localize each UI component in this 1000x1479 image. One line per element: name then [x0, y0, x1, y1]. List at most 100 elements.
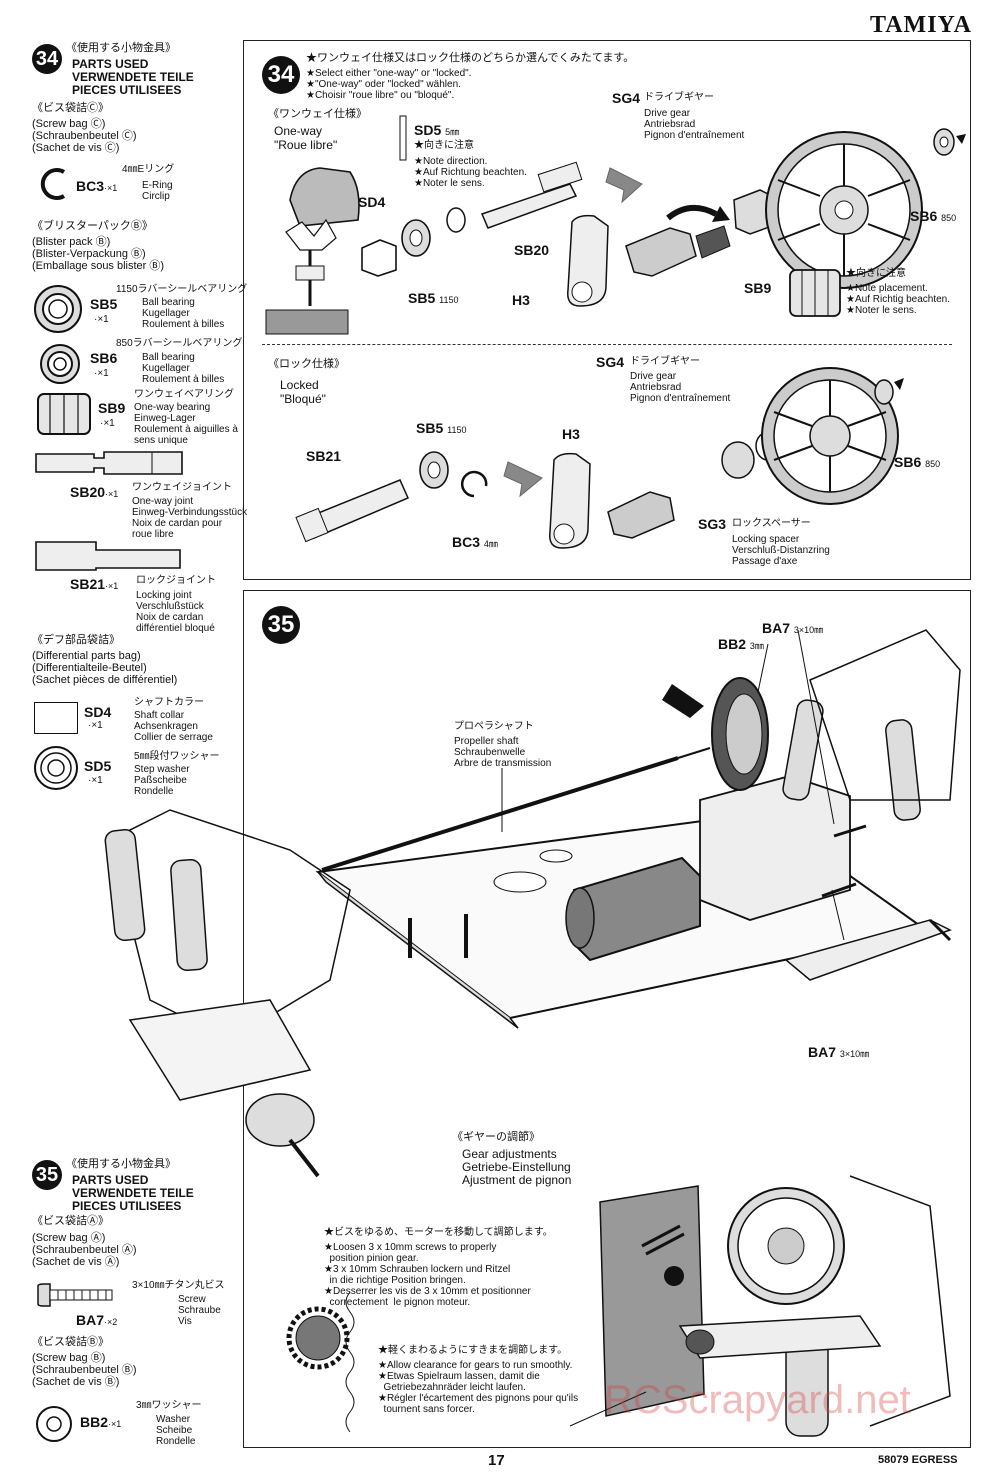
sb9-qty: ·×1 — [100, 418, 115, 429]
sg4-jp: ドライブギヤー — [644, 92, 714, 103]
ball-bearing-large-icon — [34, 285, 82, 333]
sb9-code: SB9 — [98, 400, 126, 416]
ba7-bottom-label: BA7 3×10㎜ — [808, 1044, 870, 1060]
gear-adjustment-drawing — [569, 1175, 951, 1437]
sb21-jp: ロックジョイント — [136, 575, 216, 586]
sb20-jp: ワンウェイジョイント — [132, 482, 232, 493]
ba7-names: Screw Schraube Vis — [178, 1294, 221, 1327]
sd5-code: SD5 — [84, 758, 112, 774]
sb6-locked-label: SB6 850 — [894, 454, 941, 470]
sg4-names: Drive gear Antriebsrad Pignon d'entraîne… — [644, 108, 745, 141]
bb2-names: Washer Scheibe Rondelle — [156, 1414, 196, 1447]
placement-note: ★Note placement. ★Auf Richtig beachten. … — [846, 283, 951, 316]
screw-icon — [37, 1283, 113, 1307]
one-way-bearing-icon — [37, 393, 91, 435]
chassis-drawing — [104, 629, 961, 1178]
step-washer-icon — [34, 746, 78, 790]
squiggle-line-icon — [345, 1292, 355, 1433]
clearance-note: ★Allow clearance for gears to run smooth… — [378, 1360, 579, 1415]
direction-jp: ★向きに注意 — [414, 140, 474, 151]
sb5-locked-label: SB5 1150 — [416, 420, 467, 436]
brand-logo: TAMIYA — [870, 12, 973, 38]
watermark: RCScrapyard.net — [604, 1378, 911, 1422]
parts-used-heading: PARTS USED VERWENDETE TEILE PIECES UTILI… — [72, 57, 194, 97]
sb5-jp: 1150ラバーシールベアリング — [116, 284, 248, 295]
shaft-collar-icon — [34, 702, 78, 734]
diff-bag-label: (Differential parts bag) (Differentialte… — [32, 650, 178, 686]
sb9-jp: ワンウェイベアリング — [134, 389, 234, 400]
locking-joint-icon — [35, 541, 181, 571]
sg4-locked-label: SG4 — [596, 354, 625, 370]
sb21-names: Locking joint Verschlußstück Noix de car… — [136, 590, 215, 634]
ba7-code: BA7·×2 — [76, 1312, 118, 1328]
oneway-assembly-drawing — [265, 115, 966, 335]
gear-adj-heading: Gear adjustments Getriebe-Einstellung Aj… — [462, 1147, 572, 1187]
sb6-code: SB6 — [90, 350, 118, 366]
sg4-locked-jp: ドライブギヤー — [630, 356, 700, 367]
step-34-badge: 34 — [32, 44, 62, 74]
sd5-diagram-label: SD5 5㎜ — [414, 122, 460, 138]
sb6-diagram-label: SB6 850 — [910, 208, 957, 224]
step-34-instruction-jp: ★ワンウェイ仕様又はロック仕様のどちらか選んでくみたてます。 — [306, 52, 635, 64]
ba7-jp: 3×10㎜チタン丸ビス — [132, 1280, 225, 1291]
bc3-names: E-Ring Circlip — [142, 180, 173, 202]
parts-used-35-jp: 《使用する小物金具》 — [66, 1158, 176, 1170]
loosen-note: ★Loosen 3 x 10mm screws to properly posi… — [324, 1242, 531, 1308]
step-35-diagram-badge: 35 — [262, 606, 300, 644]
bag-b-jp: 《ビス袋詰Ⓑ》 — [32, 1336, 109, 1348]
sb9-diagram-label: SB9 — [744, 280, 772, 296]
parts-used-jp: 《使用する小物金具》 — [66, 42, 176, 54]
gear-adj-jp: 《ギヤーの調節》 — [452, 1131, 540, 1143]
oneway-jp: 《ワンウェイ仕様》 — [268, 108, 367, 120]
h3-locked-label: H3 — [562, 426, 580, 442]
sg4-diagram-label: SG4 — [612, 90, 641, 106]
direction-note: ★Note direction. ★Auf Richtung beachten.… — [414, 156, 527, 189]
bag-a-jp: 《ビス袋詰Ⓐ》 — [32, 1215, 109, 1227]
sb5-names: Ball bearing Kugellager Roulement à bill… — [142, 297, 225, 330]
sb21-code: SB21·×1 — [70, 576, 119, 592]
sb20-diagram-label: SB20 — [514, 242, 550, 258]
step-35-badge: 35 — [32, 1160, 62, 1190]
bb2-top-label: BB2 3㎜ — [718, 636, 764, 652]
sd4-jp: シャフトカラー — [134, 697, 204, 708]
locked-assembly-drawing — [295, 367, 904, 549]
sg3-names: Locking spacer Verschluß-Distanzring Pas… — [732, 534, 830, 567]
sb6-names: Ball bearing Kugellager Roulement à bill… — [142, 352, 225, 385]
page-number: 17 — [488, 1452, 505, 1469]
e-ring-icon — [40, 168, 66, 200]
sg3-jp: ロックスペーサー — [732, 518, 811, 529]
locked-jp: 《ロック仕様》 — [268, 358, 345, 370]
ball-bearing-small-icon — [40, 344, 80, 384]
propeller-names: Propeller shaft Schraubenwelle Arbre de … — [454, 736, 552, 769]
bc3-diagram-label: BC3 4㎜ — [452, 534, 498, 550]
bag-c-jp: 《ビス袋詰Ⓒ》 — [32, 102, 109, 114]
step-34-diagram-badge: 34 — [262, 56, 300, 94]
bag-a-label: (Screw bag Ⓐ) (Schraubenbeutel Ⓐ) (Sache… — [32, 1232, 137, 1268]
footer-code: 58079 EGRESS — [878, 1454, 958, 1466]
diff-bag-jp: 《デフ部品袋詰》 — [32, 634, 120, 646]
step-34-instruction: ★Select either "one-way" or "locked". ★"… — [306, 68, 472, 101]
bc3-jp: 4㎜Eリング — [122, 164, 175, 175]
sb20-code: SB20·×1 — [70, 484, 119, 500]
locked-label: Locked "Bloqué" — [280, 378, 326, 406]
washer-icon — [36, 1406, 72, 1442]
sd4-code: SD4 — [84, 704, 112, 720]
sd4-qty: ·×1 — [88, 720, 103, 731]
sd5-jp: 5㎜段付ワッシャー — [134, 751, 220, 762]
sd5-qty: ·×1 — [88, 775, 103, 786]
propeller-jp: プロペラシャフト — [454, 721, 534, 732]
sb5-code: SB5 — [90, 296, 118, 312]
bb2-jp: 3㎜ワッシャー — [136, 1400, 202, 1411]
sd4-names: Shaft collar Achsenkragen Collier de ser… — [134, 710, 213, 743]
parts-used-35-heading: PARTS USED VERWENDETE TEILE PIECES UTILI… — [72, 1173, 194, 1213]
blister-label: (Blister pack Ⓑ) (Blister-Verpackung Ⓑ) … — [32, 236, 165, 272]
h3-diagram-label: H3 — [512, 292, 530, 308]
sb20-names: One-way joint Einweg-Verbindungsstück No… — [132, 496, 248, 540]
loosen-jp: ★ビスをゆるめ、モーターを移動して調節します。 — [324, 1227, 553, 1238]
one-way-joint-icon — [35, 451, 183, 475]
bb2-code: BB2·×1 — [80, 1414, 122, 1430]
sd5-names: Step washer Paßscheibe Rondelle — [134, 764, 190, 797]
sg4-locked-names: Drive gear Antriebsrad Pignon d'entraîne… — [630, 371, 731, 404]
clearance-jp: ★軽くまわるようにすきまを調節します。 — [378, 1345, 568, 1356]
sb21-diagram-label: SB21 — [306, 448, 342, 464]
